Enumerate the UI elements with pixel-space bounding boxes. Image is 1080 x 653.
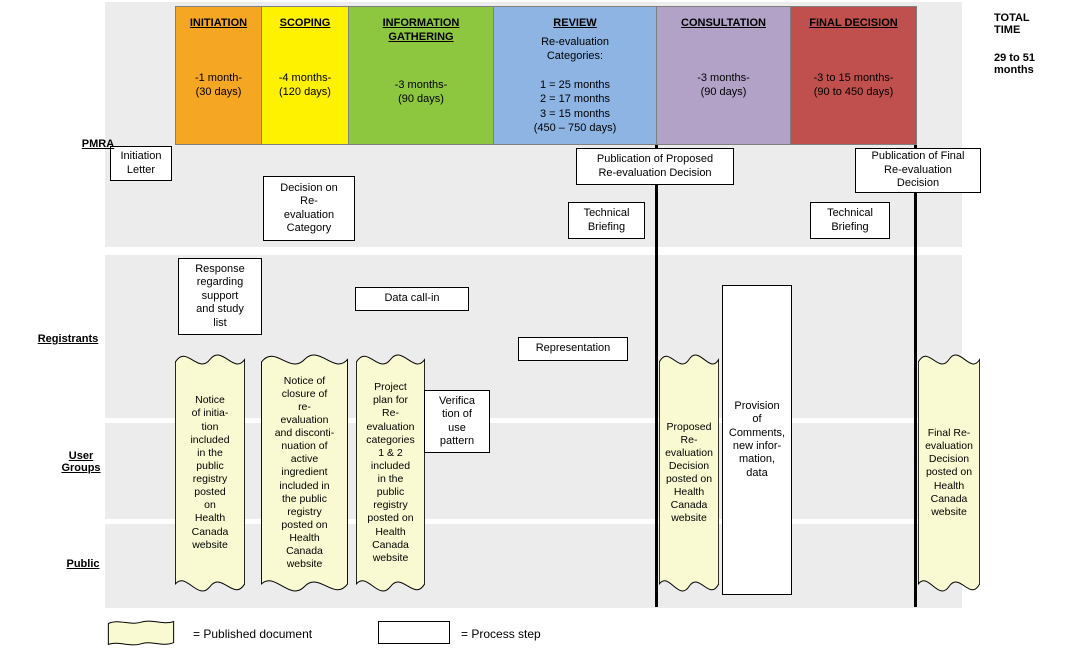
- phase-duration: -3 to 15 months- (90 to 450 days): [813, 71, 894, 99]
- document-text: Final Re- evaluation Decision posted on …: [925, 427, 973, 518]
- phase-review: REVIEW Re-evaluation Categories: 1 = 25 …: [493, 6, 657, 145]
- document-proposed-decision: Proposed Re- evaluation Decision posted …: [659, 344, 719, 602]
- phase-title: REVIEW: [553, 17, 597, 29]
- phase-title: SCOPING: [279, 17, 331, 29]
- step-technical-briefing-review: Technical Briefing: [568, 202, 645, 239]
- lane-label-user-groups: User Groups: [61, 450, 101, 474]
- phase-title: INFORMATION GATHERING: [382, 17, 460, 44]
- step-initiation-letter: Initiation Letter: [110, 146, 172, 181]
- step-data-call-in: Data call-in: [355, 287, 469, 311]
- phase-information-gathering: INFORMATION GATHERING -3 months- (90 day…: [348, 6, 494, 145]
- phase-duration: -3 months- (90 days): [394, 79, 448, 106]
- document-text: Notice of initia- tion included in the p…: [190, 394, 230, 551]
- lane-band-user-groups: [105, 423, 962, 519]
- phase-duration: Re-evaluation Categories: 1 = 25 months …: [533, 36, 617, 134]
- document-wave-shape: [356, 344, 425, 602]
- lane-label-registrants: Registrants: [37, 333, 99, 345]
- document-wave-shape: [918, 344, 980, 602]
- phase-title: INITIATION: [189, 17, 248, 29]
- lane-band-public: [105, 524, 962, 608]
- phase-duration: -4 months- (120 days): [278, 71, 332, 99]
- step-decision-category: Decision on Re- evaluation Category: [263, 176, 355, 241]
- step-provision-comments: Provision of Comments, new infor- mation…: [722, 285, 792, 595]
- step-technical-briefing-final: Technical Briefing: [810, 202, 890, 239]
- phase-duration: -3 months- (90 days): [697, 71, 750, 99]
- document-text: Project plan for Re- evaluation categori…: [366, 381, 415, 564]
- step-publication-proposed: Publication of Proposed Re-evaluation De…: [576, 148, 734, 185]
- legend-process-step-swatch: [378, 621, 450, 644]
- total-time-label: TOTAL TIME: [994, 12, 1030, 36]
- legend-published-document-swatch: [107, 618, 175, 648]
- document-wave-shape: [659, 344, 719, 602]
- lane-label-pmra: PMRA: [81, 138, 115, 150]
- phase-title: FINAL DECISION: [809, 17, 898, 29]
- step-representation: Representation: [518, 337, 628, 361]
- step-verification-use-pattern: Verifica tion of use pattern: [424, 390, 490, 453]
- phase-scoping: SCOPING -4 months- (120 days): [261, 6, 349, 145]
- document-final-decision: Final Re- evaluation Decision posted on …: [918, 344, 980, 602]
- timeline-divider-final: [914, 145, 917, 607]
- document-project-plan: Project plan for Re- evaluation categori…: [356, 344, 425, 602]
- document-wave-icon: [107, 618, 175, 648]
- document-text: Notice of closure of re- evaluation and …: [274, 374, 335, 571]
- document-wave-shape: [175, 344, 245, 602]
- phase-duration: -1 month- (30 days): [194, 71, 243, 99]
- legend-process-step-label: = Process step: [461, 627, 541, 641]
- step-response-support: Response regarding support and study lis…: [178, 258, 262, 335]
- document-notice-closure: Notice of closure of re- evaluation and …: [261, 344, 348, 602]
- phase-consultation: CONSULTATION -3 months- (90 days): [656, 6, 791, 145]
- timeline-divider-consultation: [655, 145, 658, 607]
- total-time-value: 29 to 51 months: [994, 52, 1035, 76]
- lane-label-public: Public: [66, 558, 100, 570]
- document-notice-initiation: Notice of initia- tion included in the p…: [175, 344, 245, 602]
- legend-published-document-label: = Published document: [193, 627, 313, 641]
- phase-final-decision: FINAL DECISION -3 to 15 months- (90 to 4…: [790, 6, 917, 145]
- document-text: Proposed Re- evaluation Decision posted …: [665, 420, 713, 525]
- phase-initiation: INITIATION -1 month- (30 days): [175, 6, 262, 145]
- phase-title: CONSULTATION: [681, 17, 766, 29]
- document-wave-shape: [261, 344, 348, 602]
- step-publication-final: Publication of Final Re-evaluation Decis…: [855, 148, 981, 193]
